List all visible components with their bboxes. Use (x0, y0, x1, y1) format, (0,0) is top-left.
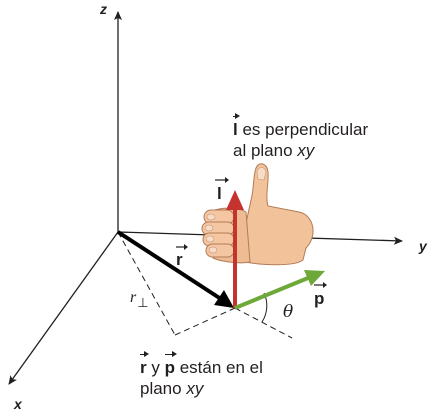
caption-bottom-vec-r: r (140, 351, 149, 377)
r-vector (116, 230, 234, 308)
caption-bottom-line1: r y p están en el (140, 351, 263, 377)
l-vector-label: l (215, 177, 229, 203)
caption-top-line1: l es perpendicular (233, 113, 369, 139)
y-axis-label: y (418, 238, 428, 254)
r-perp-label: r⊥ (130, 289, 149, 310)
z-axis-label: z (99, 1, 107, 17)
caption-top-line2: al plano xy (233, 141, 315, 160)
hand-fingernails (204, 213, 218, 254)
caption-bottom-vec-p: p (164, 351, 178, 377)
caption-bottom-line2: plano xy (140, 379, 204, 398)
thumbs-up-hand-icon (201, 163, 314, 266)
dashed-construction-lines (117, 231, 293, 339)
hand-thumb (245, 163, 314, 266)
l-vector (226, 190, 244, 308)
svg-text:l: l (217, 184, 222, 203)
r-vector-label: r (176, 244, 188, 269)
p-vector (234, 270, 325, 310)
caption-top-vec-l: l (233, 113, 240, 139)
x-axis (8, 231, 119, 385)
p-vector-label: p (314, 282, 327, 308)
theta-label: θ (283, 302, 293, 322)
caption-l-perpendicular: l es perpendicular al plano xy (233, 113, 369, 161)
svg-text:r: r (176, 250, 183, 269)
svg-text:p: p (314, 289, 324, 308)
thumb-nail (256, 167, 267, 181)
x-axis-label: x (13, 396, 23, 412)
caption-r-p-in-plane: r y p están en el plano xy (140, 351, 263, 399)
